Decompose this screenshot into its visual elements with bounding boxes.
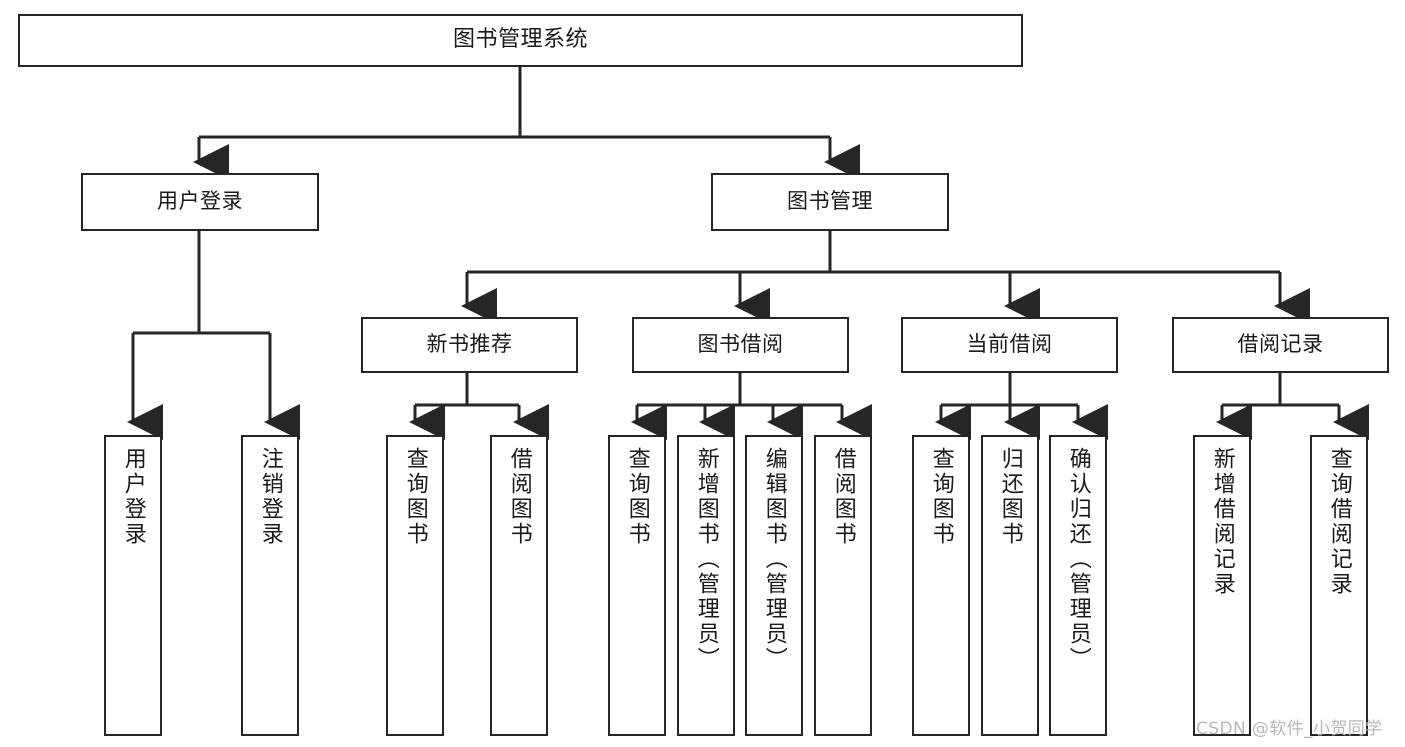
node-label: 借阅图书 xyxy=(506,447,532,547)
node-label: 用户登录 xyxy=(120,447,146,547)
csdn-watermark: CSDN @软件_小贺同学 xyxy=(1196,719,1383,739)
node-leaf-return-books[interactable]: 归还图书 xyxy=(981,435,1039,736)
node-user-login[interactable]: 用户登录 xyxy=(81,173,319,231)
node-label: 借阅记录 xyxy=(1237,332,1324,357)
node-label: 用户登录 xyxy=(157,189,243,214)
node-leaf-query-books-recommendation[interactable]: 查询图书 xyxy=(386,435,444,736)
node-leaf-logout[interactable]: 注销登录 xyxy=(241,435,299,736)
node-label: 新书推荐 xyxy=(426,332,513,357)
node-label: 注销登录 xyxy=(257,447,283,547)
node-label: 图书借阅 xyxy=(697,332,784,357)
node-leaf-confirm-return-admin[interactable]: 确认归还（管理员） xyxy=(1049,435,1107,736)
node-leaf-edit-book-admin[interactable]: 编辑图书（管理员） xyxy=(745,435,803,736)
node-label: 查询图书 xyxy=(928,447,954,547)
node-leaf-borrow-books-recommendation[interactable]: 借阅图书 xyxy=(490,435,548,736)
node-label: 图书管理系统 xyxy=(452,27,588,53)
node-root-library-management-system[interactable]: 图书管理系统 xyxy=(18,14,1023,67)
node-leaf-query-books-borrowing[interactable]: 查询图书 xyxy=(608,435,666,736)
node-leaf-query-borrowing-record[interactable]: 查询借阅记录 xyxy=(1310,435,1368,736)
node-leaf-add-book-admin[interactable]: 新增图书（管理员） xyxy=(677,435,735,736)
node-label: 借阅图书 xyxy=(830,447,856,547)
node-leaf-user-login[interactable]: 用户登录 xyxy=(104,435,162,736)
node-current-borrowing[interactable]: 当前借阅 xyxy=(901,317,1118,373)
node-label: 编辑图书（管理员） xyxy=(761,447,787,672)
node-leaf-add-borrowing-record[interactable]: 新增借阅记录 xyxy=(1193,435,1251,736)
node-borrowing-records[interactable]: 借阅记录 xyxy=(1172,317,1389,373)
node-label: 新增图书（管理员） xyxy=(693,447,719,672)
node-label: 归还图书 xyxy=(997,447,1023,547)
node-label: 查询图书 xyxy=(624,447,650,547)
node-book-borrowing[interactable]: 图书借阅 xyxy=(632,317,849,373)
node-leaf-borrow-books-borrowing[interactable]: 借阅图书 xyxy=(814,435,872,736)
node-leaf-query-books-current[interactable]: 查询图书 xyxy=(912,435,970,736)
node-label: 查询借阅记录 xyxy=(1326,447,1352,597)
node-label: 查询图书 xyxy=(402,447,428,547)
node-label: 新增借阅记录 xyxy=(1209,447,1235,597)
node-new-book-recommendation[interactable]: 新书推荐 xyxy=(361,317,578,373)
node-label: 图书管理 xyxy=(787,189,873,214)
node-label: 当前借阅 xyxy=(966,332,1053,357)
node-book-management[interactable]: 图书管理 xyxy=(711,173,949,231)
node-label: 确认归还（管理员） xyxy=(1065,447,1091,672)
